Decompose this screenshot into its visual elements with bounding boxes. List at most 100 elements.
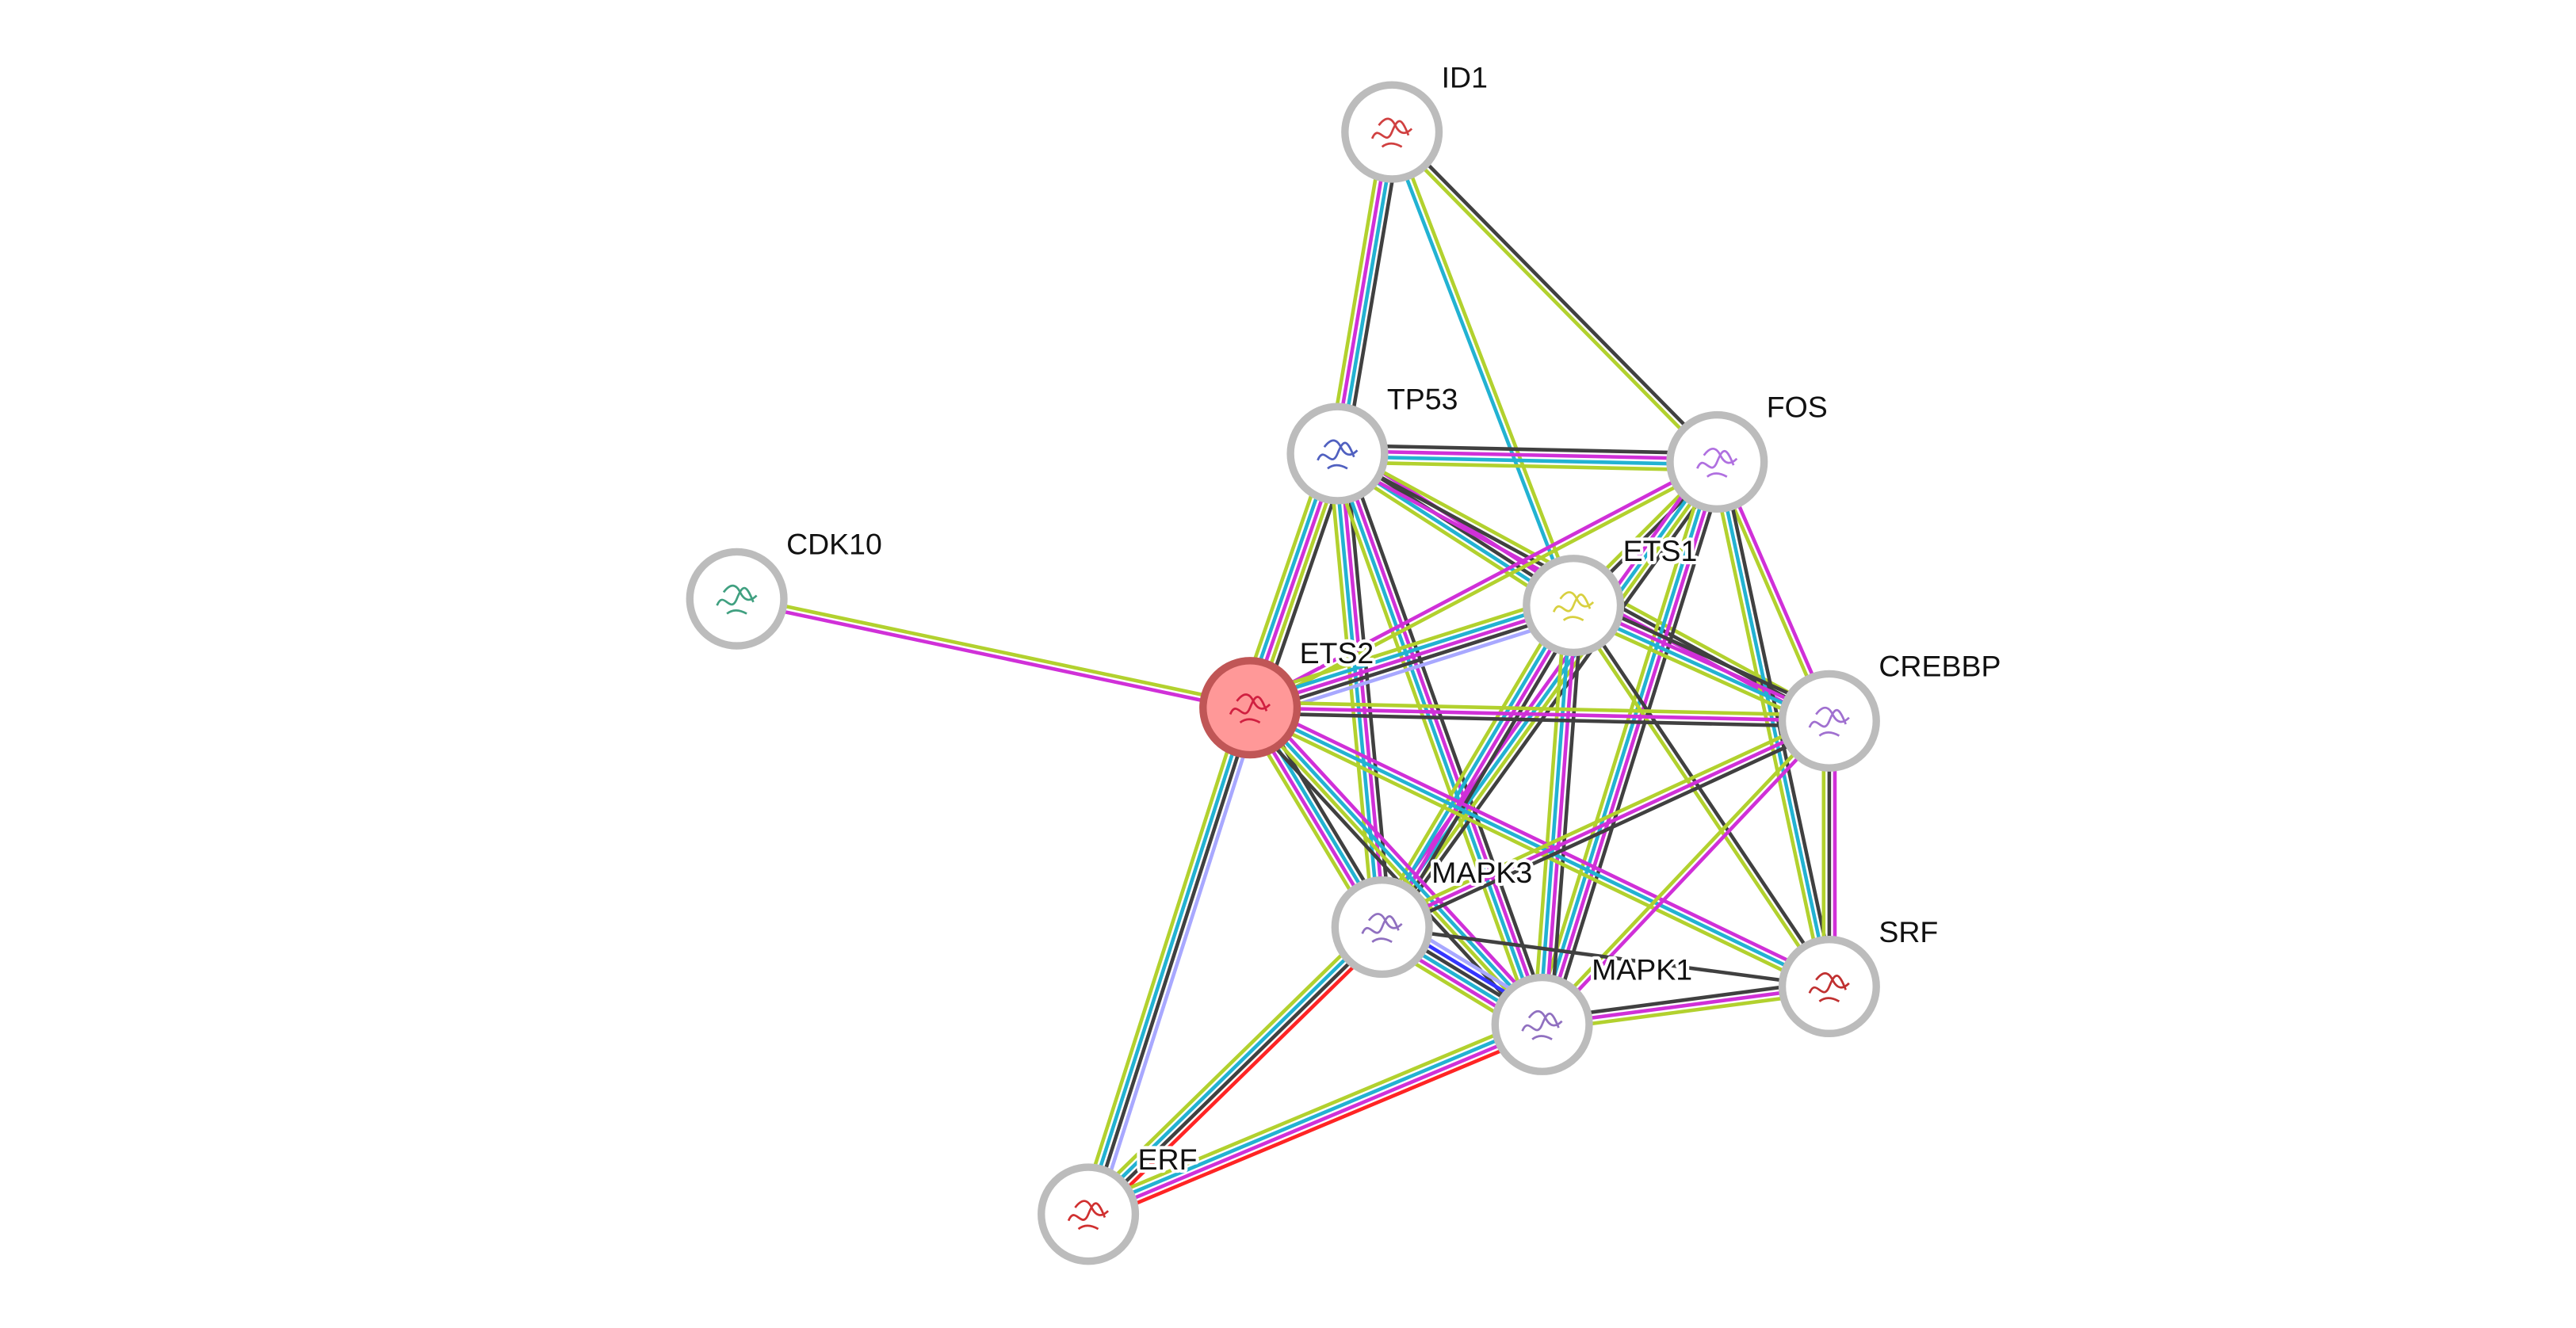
edge-evidence-line (736, 599, 1250, 712)
edge-evidence-line (1255, 700, 1550, 1021)
node-id1[interactable]: ID1 (1341, 57, 1491, 183)
protein-structure-icon (1521, 1009, 1563, 1040)
edge-evidence-line (1332, 131, 1391, 454)
node-label: ID1 (1442, 60, 1488, 93)
node-label: CREBBP (1878, 650, 2001, 683)
node-erf[interactable]: ERF (1038, 1139, 1201, 1265)
node-srf[interactable]: SRF (1778, 912, 1941, 1038)
edge-mapk1-erf[interactable] (1084, 1015, 1546, 1224)
edge-id1-tp53[interactable] (1327, 130, 1402, 456)
edge-mapk3-erf[interactable] (1081, 919, 1389, 1222)
edge-evidence-line (1378, 459, 1717, 927)
edge-evidence-line (1537, 605, 1573, 1025)
edge-evidence-line (1084, 706, 1249, 1214)
edge-evidence-line (736, 594, 1252, 707)
edge-ets2-mapk1[interactable] (1242, 700, 1550, 1032)
node-mapk1[interactable]: MAPK1 (1491, 950, 1695, 1075)
edge-mapk3-srf[interactable] (1382, 925, 1830, 989)
edge-evidence-line (1084, 1015, 1540, 1208)
edge-evidence-line (1252, 614, 1578, 720)
edge-evidence-line (1248, 457, 1717, 708)
edge-crebbp-mapk1[interactable] (1538, 717, 1833, 1028)
edge-evidence-line (1092, 932, 1389, 1222)
edge-ets2-cdk10[interactable] (736, 594, 1252, 712)
edge-tp53-fos[interactable] (1337, 443, 1718, 472)
node-label: ETS1 (1623, 534, 1698, 567)
edge-evidence-line (1248, 598, 1573, 704)
node-fos[interactable]: FOS (1666, 387, 1831, 513)
edge-evidence-line (1337, 448, 1718, 461)
node-label: ERF (1138, 1143, 1198, 1176)
node-cdk10[interactable]: CDK10 (686, 524, 885, 650)
edge-fos-mapk1[interactable] (1532, 459, 1727, 1028)
edge-evidence-line (1252, 700, 1833, 983)
edge-evidence-line (1242, 712, 1538, 1032)
node-label: MAPK3 (1431, 856, 1532, 889)
edge-ets1-mapk1[interactable] (1531, 605, 1584, 1025)
edge-evidence-line (1542, 605, 1578, 1025)
protein-structure-icon (1317, 439, 1359, 470)
edge-evidence-line (1393, 128, 1721, 462)
edge-evidence-line (1251, 609, 1577, 716)
edge-evidence-line (1337, 460, 1718, 472)
edge-evidence-line (1538, 460, 1717, 1025)
edge-evidence-line (1088, 1025, 1544, 1219)
edge-evidence-line (1382, 925, 1830, 989)
edge-evidence-line (1538, 717, 1829, 1025)
edge-evidence-line (1085, 923, 1382, 1214)
edge-evidence-line (1548, 464, 1727, 1028)
edge-evidence-line (1574, 602, 1833, 986)
edge-ets2-erf[interactable] (1078, 704, 1260, 1218)
protein-structure-icon (1361, 913, 1403, 944)
edge-fos-mapk3[interactable] (1374, 456, 1726, 933)
edge-evidence-line (1250, 700, 1830, 718)
edge-tp53-mapk1[interactable] (1328, 450, 1552, 1028)
edge-evidence-line (1343, 450, 1552, 1023)
edge-evidence-line (1328, 456, 1536, 1028)
edge-evidence-line (1337, 454, 1718, 467)
edge-evidence-line (1387, 609, 1583, 933)
edge-evidence-line (1249, 711, 1829, 729)
edge-evidence-line (1338, 132, 1397, 455)
edge-evidence-line (1247, 711, 1828, 994)
edge-evidence-line (1249, 603, 1574, 710)
edge-evidence-line (1373, 600, 1569, 924)
edge-evidence-line (1393, 130, 1578, 605)
protein-structure-icon (1696, 447, 1738, 478)
edge-id1-fos[interactable] (1389, 128, 1721, 466)
edge-evidence-line (1327, 130, 1385, 453)
edge-evidence-line (1532, 459, 1711, 1023)
node-crebbp[interactable]: CREBBP (1778, 646, 2005, 772)
edge-ets1-ets2[interactable] (1246, 593, 1578, 720)
protein-structure-icon (716, 584, 758, 615)
edge-evidence-line (1091, 1030, 1546, 1224)
edge-id1-ets1[interactable] (1387, 130, 1578, 608)
node-label: TP53 (1387, 382, 1458, 415)
edge-crebbp-mapk3[interactable] (1378, 714, 1833, 934)
node-mapk3[interactable]: MAPK3 (1331, 853, 1535, 979)
node-ets1[interactable]: ETS1 (1523, 531, 1701, 657)
edge-ets1-srf[interactable] (1569, 602, 1833, 990)
protein-structure-icon (1370, 117, 1413, 148)
edge-evidence-line (1332, 453, 1382, 928)
edge-ets2-crebbp[interactable] (1249, 700, 1830, 729)
edge-evidence-line (1378, 714, 1828, 924)
node-ets2[interactable]: ETS2 (1199, 633, 1377, 759)
edge-evidence-line (1078, 704, 1244, 1212)
node-tp53[interactable]: TP53 (1286, 379, 1462, 505)
edge-evidence-line (1089, 708, 1255, 1216)
edge-evidence-line (1387, 132, 1573, 608)
protein-structure-icon (1067, 1200, 1110, 1231)
edge-evidence-line (1250, 705, 1829, 723)
edge-evidence-line (1095, 709, 1260, 1218)
node-label: SRF (1878, 915, 1938, 948)
edge-evidence-line (1337, 443, 1718, 456)
edge-evidence-line (1251, 704, 1546, 1025)
edge-evidence-line (1338, 452, 1547, 1025)
edge-evidence-line (1389, 132, 1717, 466)
protein-structure-icon (1808, 972, 1850, 1002)
edge-evidence-line (1542, 462, 1722, 1026)
node-label: ETS2 (1300, 636, 1374, 670)
